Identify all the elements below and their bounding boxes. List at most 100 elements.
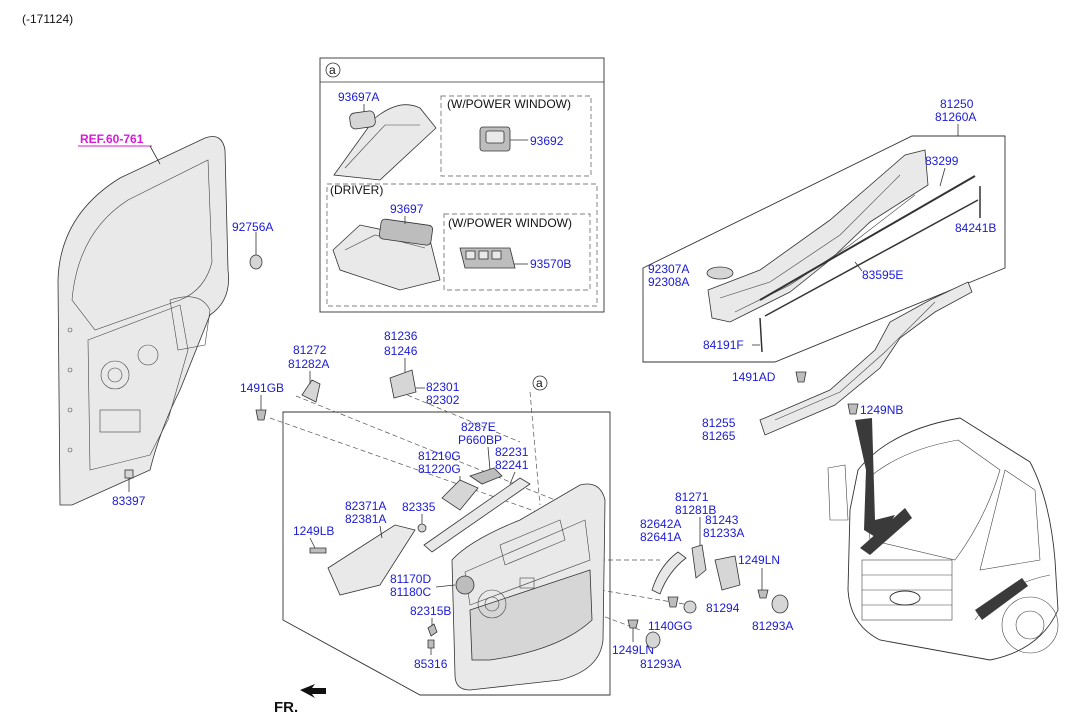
part-82231[interactable]: 82231 [495,445,529,459]
bumper-81293A-b [645,631,661,649]
part-81246[interactable]: 81246 [384,344,418,358]
part-81233A[interactable]: 81233A [703,526,744,540]
part-82642A[interactable]: 82642A [640,517,681,531]
truck-cab-illustration [827,417,1059,661]
bumper-81294 [683,600,697,614]
bracket-81271 [691,544,707,579]
part-93692[interactable]: 93692 [530,134,564,148]
bracket-81272 [301,379,321,403]
driver-box [326,183,598,307]
callout-letter-a: a [536,376,543,390]
screw-1491GB [255,409,267,421]
part-82315B[interactable]: 82315B [410,604,451,618]
part-1249LN-a[interactable]: 1249LN [738,553,780,567]
screw-1249LN-b [627,619,639,629]
part-83595E[interactable]: 83595E [862,268,903,282]
part-1491GB[interactable]: 1491GB [240,381,284,395]
inset-power-window-bottom: (W/POWER WINDOW) [448,216,572,230]
striker-81243 [714,555,741,591]
strip-84191F [759,317,763,353]
part-92307A[interactable]: 92307A [648,262,689,276]
part-85316[interactable]: 85316 [414,657,448,671]
switch-93570B-illustration [459,247,516,269]
pocket-82371A [327,524,416,596]
part-81220G[interactable]: 81220G [418,462,461,476]
part-81294[interactable]: 81294 [706,601,740,615]
part-92756A[interactable]: 92756A [232,220,273,234]
part-81282A[interactable]: 81282A [288,357,329,371]
clip-82315B [427,623,438,637]
inset-power-window-top: (W/POWER WINDOW) [447,97,571,111]
garnish-82642A [651,551,687,595]
part-84241B[interactable]: 84241B [955,221,996,235]
strip-83595E [764,199,979,317]
part-81293A-a[interactable]: 81293A [752,619,793,633]
part-82381A[interactable]: 82381A [345,512,386,526]
part-1249LB[interactable]: 1249LB [293,524,334,538]
part-81281B[interactable]: 81281B [675,503,716,517]
inset-driver: (DRIVER) [330,183,383,197]
part-82335[interactable]: 82335 [402,500,436,514]
part-81170D[interactable]: 81170D [390,572,431,586]
part-81271[interactable]: 81271 [675,490,709,504]
part-81210G[interactable]: 81210G [418,449,461,463]
part-1249NB[interactable]: 1249NB [860,403,903,417]
part-93697[interactable]: 93697 [390,202,424,216]
ref-leader [149,145,161,165]
screw-1491AD [795,371,807,383]
part-82301[interactable]: 82301 [426,380,460,394]
part-93570B[interactable]: 93570B [530,257,571,271]
part-92308A[interactable]: 92308A [648,275,689,289]
strip-83299 [759,175,976,301]
part-81272[interactable]: 81272 [293,343,327,357]
part-84191F[interactable]: 84191F [703,338,744,352]
screw-1249LB [309,547,327,554]
callout-circle-a [532,375,548,391]
part-81255[interactable]: 81255 [702,416,736,430]
inset-callout-circle [325,62,341,78]
front-label: FR. [274,699,298,716]
part-93697A[interactable]: 93697A [338,90,379,104]
part-81293A-b[interactable]: 81293A [640,657,681,671]
bumper-81293A-a [771,594,789,614]
part-1249LN-b[interactable]: 1249LN [612,643,654,657]
part-82241[interactable]: 82241 [495,458,529,472]
part-81180C[interactable]: 81180C [390,585,431,599]
screw-1249NB [847,403,859,415]
switch-93692-illustration [479,126,511,152]
part-81260A[interactable]: 81260A [935,110,976,124]
part-83397[interactable]: 83397 [112,494,146,508]
part-81265[interactable]: 81265 [702,429,736,443]
part-83299[interactable]: 83299 [925,154,959,168]
door-frame-illustration [57,136,229,506]
part-81236[interactable]: 81236 [384,329,418,343]
part-1140GG[interactable]: 1140GG [648,619,692,633]
part-81243[interactable]: 81243 [705,513,739,527]
front-arrow-icon [300,684,326,698]
inset-callout-letter: a [329,63,336,77]
grommet-92756A [249,254,263,270]
part-82302[interactable]: 82302 [426,393,460,407]
door-trim-panel [451,483,606,691]
ref-label[interactable]: REF.60-761 [80,132,144,146]
power-window-box-top [440,95,592,177]
bracket-81236 [389,369,417,399]
part-1491AD[interactable]: 1491AD [732,370,776,384]
weatherstrip-82231 [423,477,531,553]
part-8287E[interactable]: 8287E [461,420,496,434]
upper-trim-box [642,135,1006,363]
armrest-upper-illustration [333,104,437,181]
screw-1140GG [667,596,679,608]
inset-box [319,57,605,313]
screw-1249LN-a [757,589,769,599]
part-P660BP[interactable]: P660BP [458,433,502,447]
seal-92307A [706,266,734,280]
upper-trim-panel-illustration [707,149,929,323]
clip-85316 [427,639,435,649]
part-82371A[interactable]: 82371A [345,499,386,513]
part-82641A[interactable]: 82641A [640,530,681,544]
clip-82335 [417,523,427,533]
trim-assembly-box [282,411,611,696]
part-81250[interactable]: 81250 [940,97,974,111]
